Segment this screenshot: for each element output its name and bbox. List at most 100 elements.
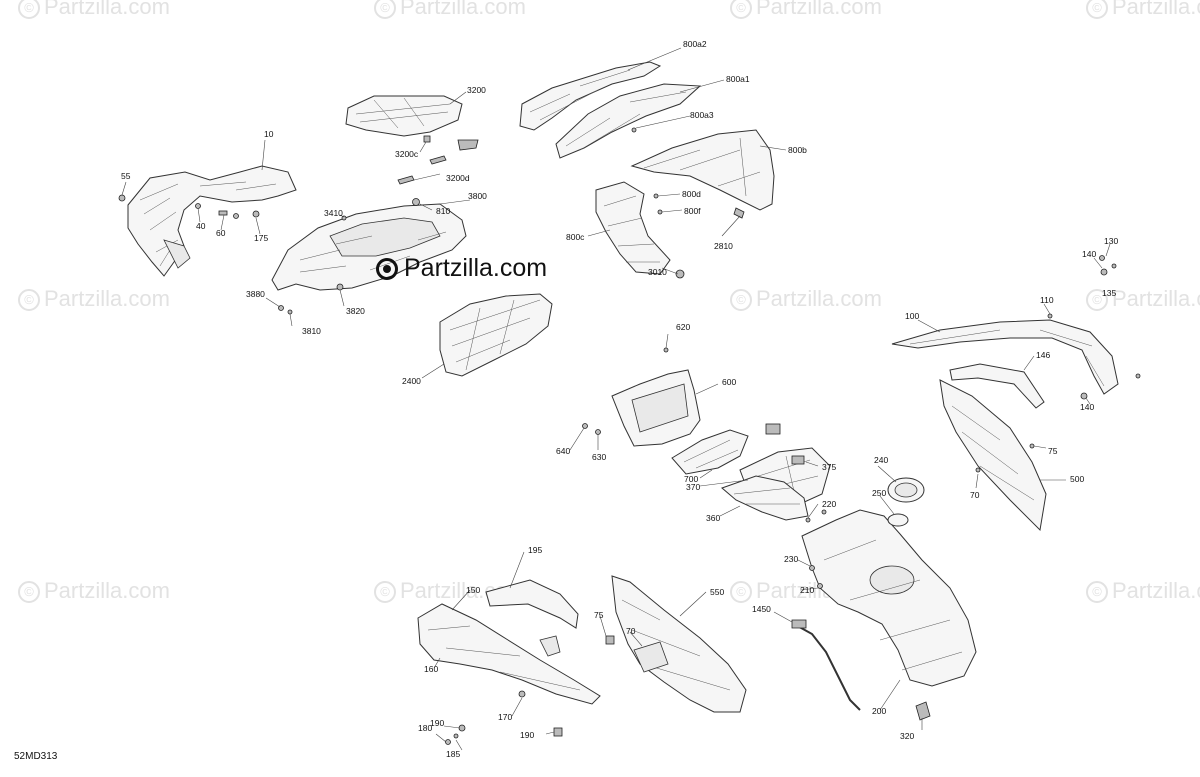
part-10-fender [127, 165, 297, 277]
watermark: ©Partzilla.com [18, 0, 170, 20]
copyright-icon: © [730, 289, 752, 311]
callout-375: 375 [822, 462, 836, 472]
part-600-bracket [611, 369, 701, 447]
part-800a2-panel [519, 61, 662, 131]
part-2400-gauge-pod [439, 293, 553, 377]
part-360-tray [721, 475, 809, 521]
callout-3010: 3010 [648, 267, 667, 277]
callout-3410: 3410 [324, 208, 343, 218]
watermark: ©Partzilla.com [1086, 286, 1200, 312]
hardware-group-lower-left [445, 690, 563, 745]
callout-labels: 10 55 40 60 175 3200 3200c 3200d 3800 34… [121, 39, 1118, 759]
callout-360: 360 [706, 513, 720, 523]
callout-140-upper: 140 [1082, 249, 1096, 259]
callout-170: 170 [498, 712, 512, 722]
callout-3200: 3200 [467, 85, 486, 95]
callout-150: 150 [466, 585, 480, 595]
part-150-side-panel [417, 603, 601, 705]
copyright-icon: © [18, 0, 40, 19]
callout-55: 55 [121, 171, 131, 181]
callout-160: 160 [424, 664, 438, 674]
watermark: ©Partzilla.com [18, 578, 170, 604]
leader-lines [121, 47, 1111, 751]
callout-800a1: 800a1 [726, 74, 750, 84]
copyright-icon: © [730, 581, 752, 603]
watermark: ©Partzilla.com [374, 0, 526, 20]
hardware-group-800 [631, 127, 745, 219]
callout-550: 550 [710, 587, 724, 597]
part-800a1-panel [555, 83, 702, 159]
watermark: ©Partzilla.com [730, 286, 882, 312]
callout-3820: 3820 [346, 306, 365, 316]
callout-1450: 1450 [752, 604, 771, 614]
callout-250: 250 [872, 488, 886, 498]
callout-3880: 3880 [246, 289, 265, 299]
callout-620: 620 [676, 322, 690, 332]
copyright-icon: © [1086, 0, 1108, 19]
callout-130: 130 [1104, 236, 1118, 246]
callout-600: 600 [722, 377, 736, 387]
part-100-rail [891, 319, 1119, 395]
callout-2810: 2810 [714, 241, 733, 251]
callout-500: 500 [1070, 474, 1084, 484]
callout-190-left: 190 [430, 718, 444, 728]
watermark: ©Partzilla.com [730, 0, 882, 20]
callout-75-center: 75 [594, 610, 604, 620]
callout-70-right: 70 [970, 490, 980, 500]
copyright-icon: © [730, 0, 752, 19]
callout-200: 200 [872, 706, 886, 716]
part-240-ring [887, 477, 925, 503]
part-200-floor [801, 509, 977, 687]
callout-3200d: 3200d [446, 173, 470, 183]
callout-3800: 3800 [468, 191, 487, 201]
part-800c-panel [595, 181, 685, 279]
callout-370: 370 [686, 482, 700, 492]
callout-700: 700 [684, 474, 698, 484]
copyright-icon: © [374, 581, 396, 603]
callout-195: 195 [528, 545, 542, 555]
callout-110: 110 [1040, 295, 1054, 305]
callout-140-lower: 140 [1080, 402, 1094, 412]
hardware-group-right [975, 255, 1141, 473]
callout-10: 10 [264, 129, 274, 139]
callout-320: 320 [900, 731, 914, 741]
hardware-group-console [278, 198, 420, 315]
callout-800f: 800f [684, 206, 701, 216]
part-3800-console [271, 203, 467, 291]
callout-240: 240 [874, 455, 888, 465]
callout-800a3: 800a3 [690, 110, 714, 120]
callout-146: 146 [1036, 350, 1050, 360]
callout-175: 175 [254, 233, 268, 243]
callout-800d: 800d [682, 189, 701, 199]
copyright-icon: © [18, 289, 40, 311]
callout-40: 40 [196, 221, 206, 231]
callout-135: 135 [1102, 288, 1116, 298]
callout-2400: 2400 [402, 376, 421, 386]
copyright-icon: © [374, 0, 396, 19]
part-3200-lid [345, 95, 463, 137]
callout-70-center: 70 [626, 626, 636, 636]
callout-630: 630 [592, 452, 606, 462]
callout-800b: 800b [788, 145, 807, 155]
hardware-group-floor [809, 509, 931, 721]
copyright-icon: © [1086, 581, 1108, 603]
partzilla-logo-icon [376, 258, 398, 280]
hardware-group-lid [397, 135, 479, 185]
callout-100: 100 [905, 311, 919, 321]
hardware-group-center [582, 347, 811, 523]
callout-800c: 800c [566, 232, 585, 242]
part-500-side-panel [939, 379, 1047, 532]
callout-230: 230 [784, 554, 798, 564]
part-146-strip [949, 363, 1045, 409]
watermark: ©Partzilla.com [18, 286, 170, 312]
callout-75-right: 75 [1048, 446, 1058, 456]
callout-810: 810 [436, 206, 450, 216]
copyright-icon: © [1086, 289, 1108, 311]
part-800b-panel [630, 129, 775, 211]
callout-190-right: 190 [520, 730, 534, 740]
callout-210: 210 [800, 585, 814, 595]
watermark: ©Partzilla.com [1086, 0, 1200, 20]
part-700-panel [671, 429, 749, 475]
